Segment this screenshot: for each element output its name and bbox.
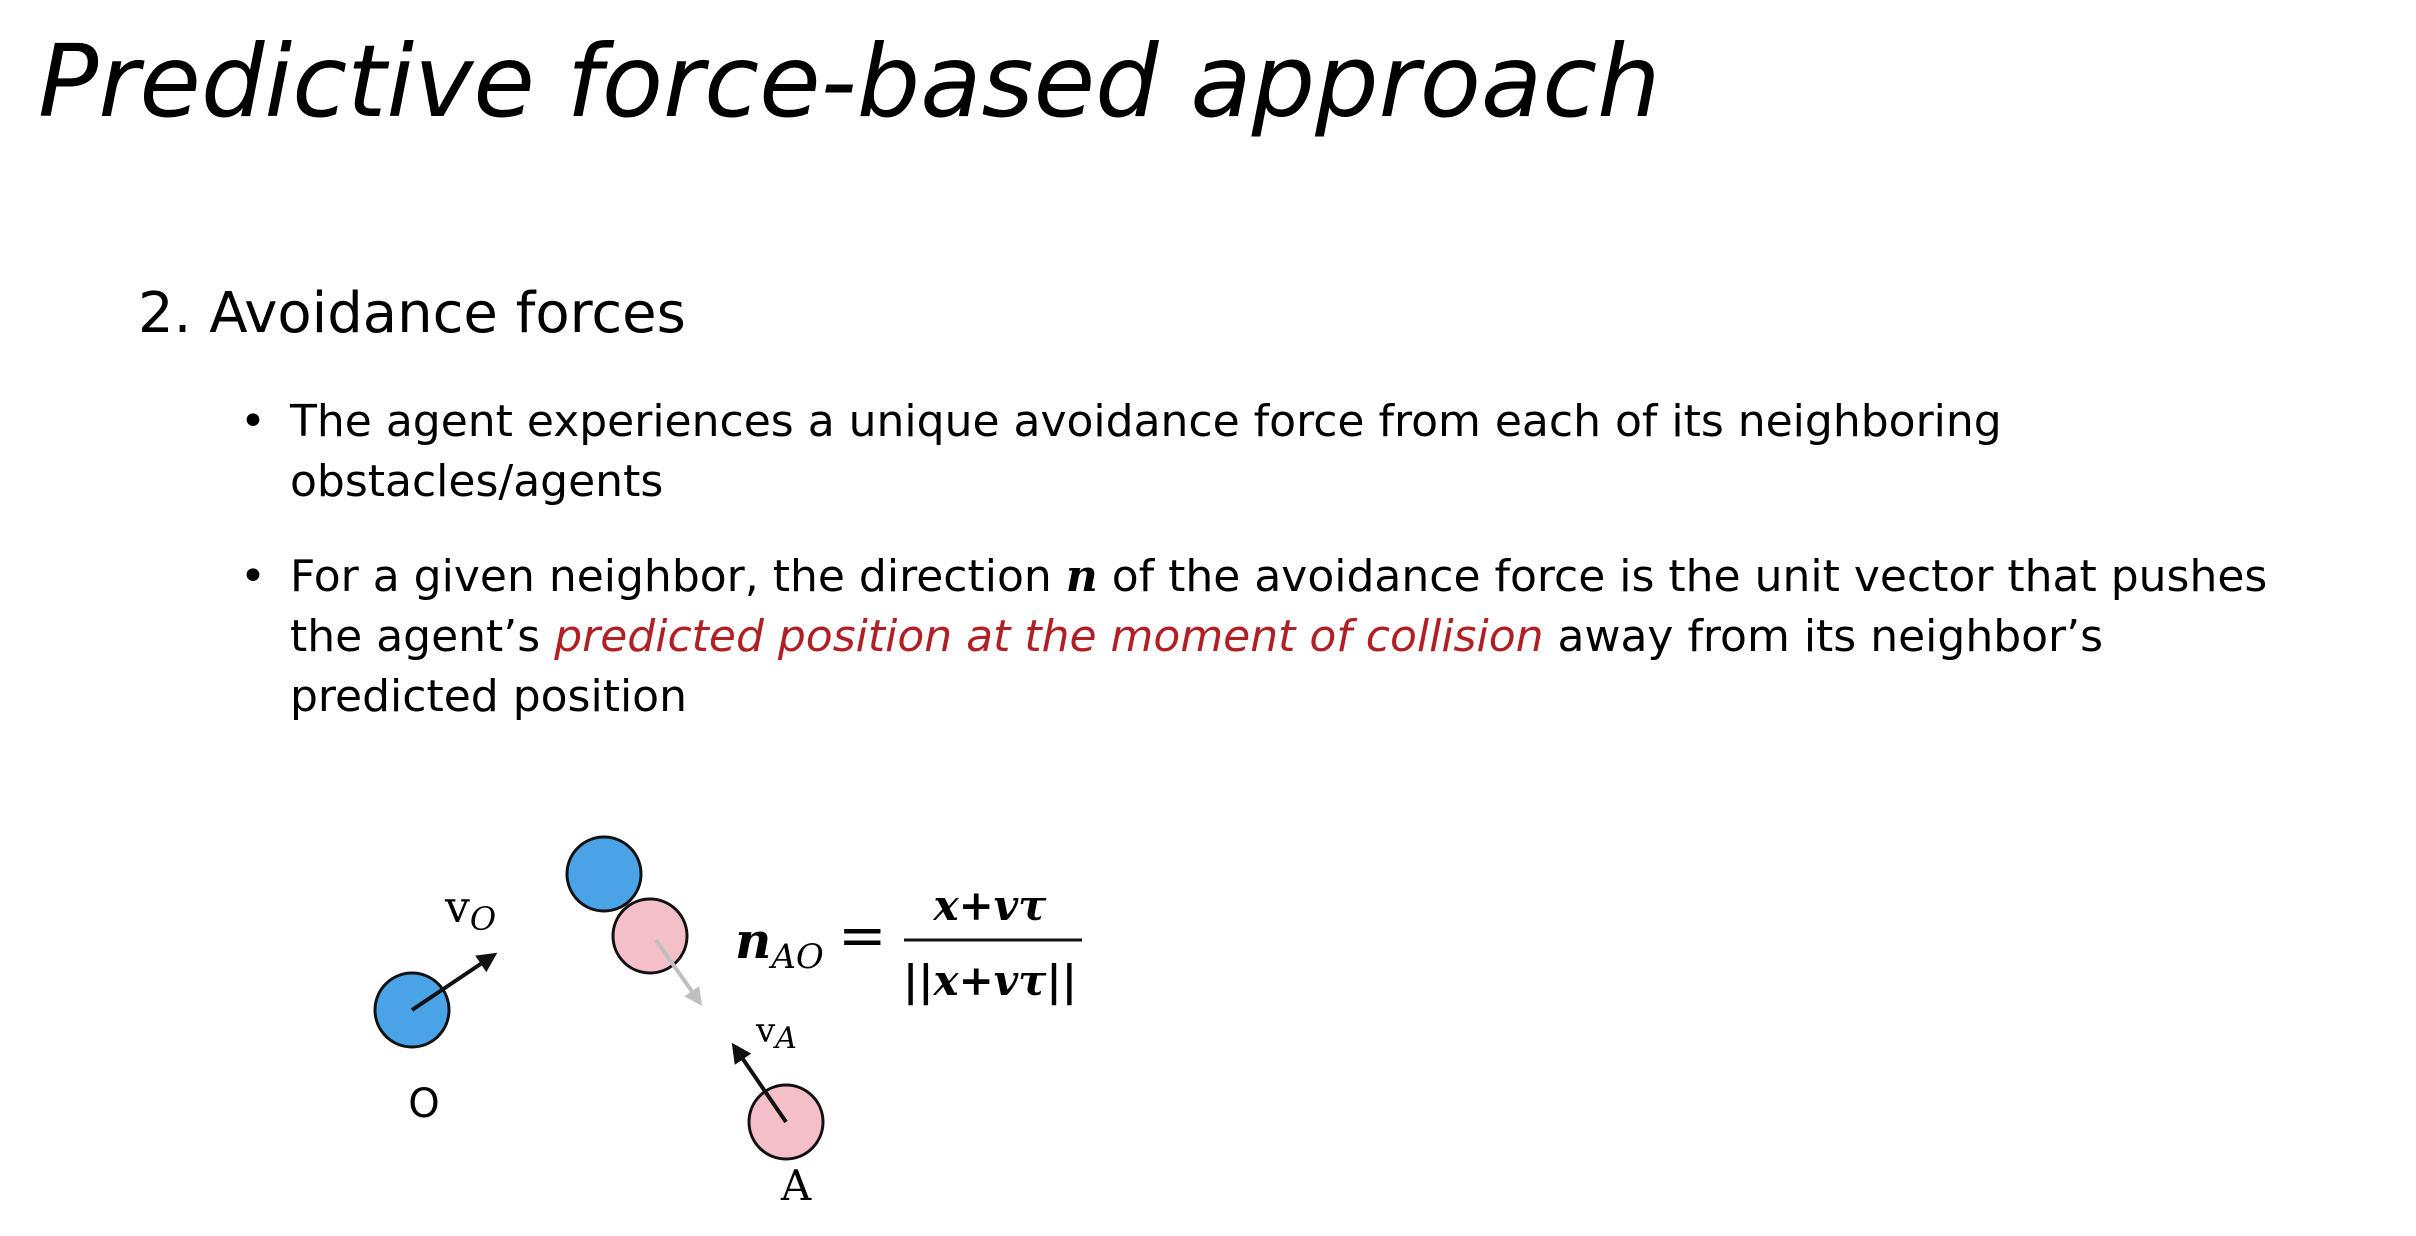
formula-lhs: nAO	[735, 911, 824, 977]
bullet-text-line: predicted position	[290, 671, 687, 722]
bullet-text-segment: the agent’s	[290, 611, 555, 662]
bullet-text-segment: of the avoidance force is the unit vecto…	[1097, 551, 2268, 602]
avoidance-formula: nAO = x+vτ ||x+vτ||	[735, 881, 1082, 1005]
direction-variable: n	[1065, 551, 1098, 602]
obstacle-velocity-arrow	[410, 952, 498, 1012]
agent-velocity-arrow	[731, 1042, 788, 1124]
bullet-text-segment: away from its neighbor’s	[1543, 611, 2104, 662]
bullet-dot: •	[240, 396, 266, 447]
obstacle-velocity-label: vO	[444, 882, 496, 938]
highlighted-phrase: predicted position at the moment of coll…	[554, 611, 1544, 662]
agent-circle-predicted	[611, 897, 689, 975]
agent-label: A	[780, 1161, 812, 1210]
predicted-direction-arrow	[654, 938, 703, 1006]
bullet-item: • For a given neighbor, the direction n …	[240, 547, 2330, 727]
formula-equals: =	[838, 901, 887, 969]
obstacle-circle-predicted	[565, 835, 643, 913]
bullet-text-line: the agent’s predicted position at the mo…	[290, 607, 2330, 667]
bullet-item: • The agent experiences a unique avoidan…	[240, 392, 2330, 512]
formula-denominator: ||x+vτ||	[903, 956, 1077, 1005]
obstacle-label: O	[408, 1081, 439, 1127]
agent-velocity-label: vA	[755, 1011, 797, 1056]
bullet-text-line: obstacles/agents	[290, 456, 664, 507]
bullet-list: • The agent experiences a unique avoidan…	[240, 392, 2330, 762]
formula-numerator: x+vτ	[933, 881, 1048, 930]
bullet-text-line: The agent experiences a unique avoidance…	[290, 396, 2002, 447]
bullet-text-line: For a given neighbor, the direction n of…	[290, 547, 2330, 607]
section-heading: 2. Avoidance forces	[138, 281, 686, 346]
bullet-text-segment: For a given neighbor, the direction	[290, 551, 1066, 602]
slide-title: Predictive force-based approach	[38, 23, 1661, 140]
bullet-dot: •	[240, 551, 266, 602]
